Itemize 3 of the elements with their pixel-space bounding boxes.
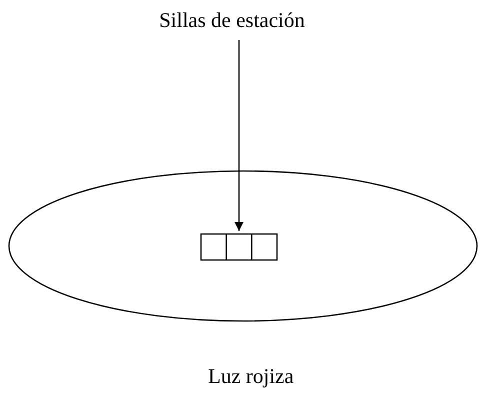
arrow: [234, 40, 244, 231]
node-label: Luz rojiza: [208, 364, 294, 389]
chairs-label: Sillas de estación: [158, 8, 306, 33]
